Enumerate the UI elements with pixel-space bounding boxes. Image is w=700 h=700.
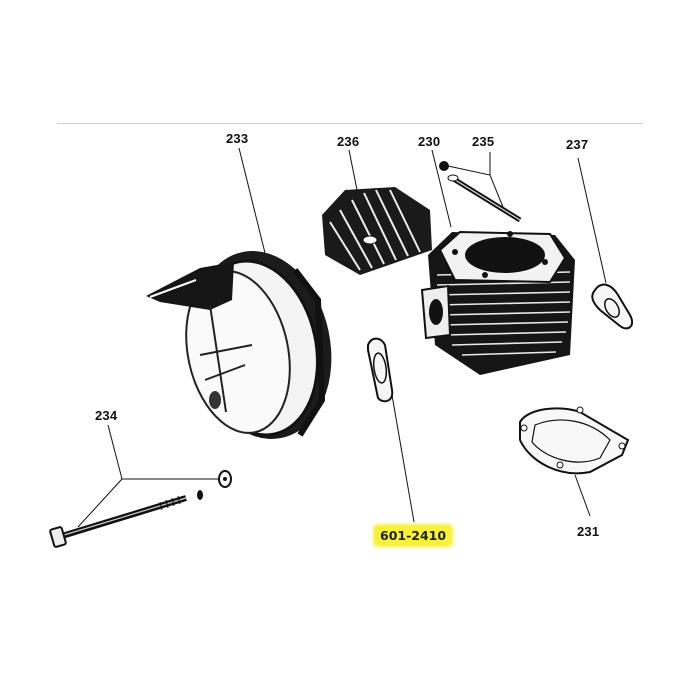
highlighted-part-number: 601-2410 (375, 526, 452, 545)
callout-237: 237 (566, 137, 589, 152)
stud-nut-part (439, 161, 522, 223)
exhaust-gasket-part (591, 283, 634, 330)
flywheel-cover-part (146, 251, 332, 439)
intake-gasket-part (367, 337, 394, 403)
cylinder-head-part (322, 187, 432, 275)
base-gasket-part (519, 406, 630, 475)
callout-236: 236 (337, 134, 360, 149)
callout-235: 235 (472, 134, 495, 149)
cylinder-part (420, 230, 575, 375)
header-divider (57, 123, 643, 124)
callout-230: 230 (418, 134, 441, 149)
callout-234: 234 (95, 408, 118, 423)
callout-233: 233 (226, 131, 249, 146)
callout-231: 231 (577, 524, 600, 539)
bolt-part (49, 470, 232, 548)
